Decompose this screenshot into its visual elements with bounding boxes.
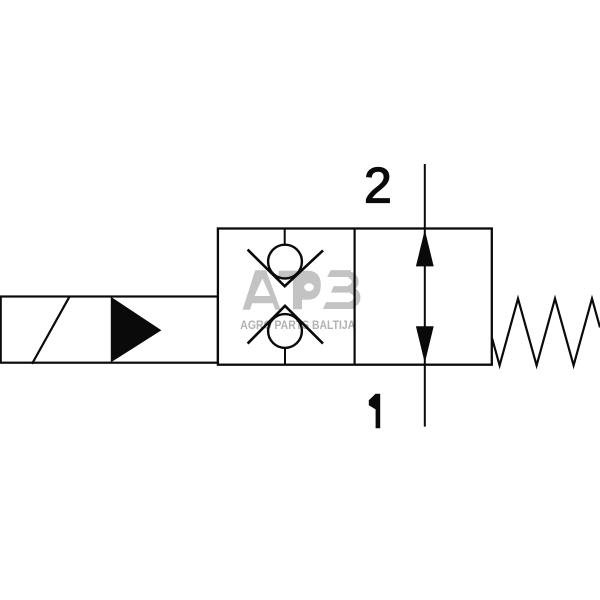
svg-text:2: 2 — [364, 158, 392, 214]
